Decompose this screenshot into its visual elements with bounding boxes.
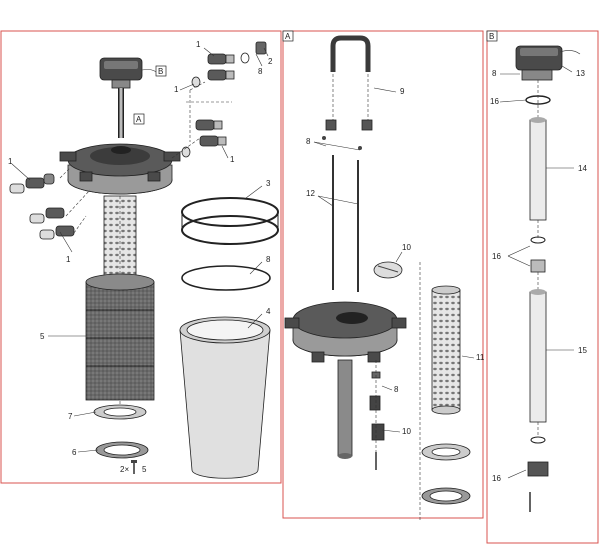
filter-lid-a	[284, 301, 407, 363]
label-5: 5	[142, 465, 147, 474]
label-2: 2	[268, 57, 273, 66]
label-1: 1	[8, 157, 13, 166]
base-ring-icon	[421, 443, 471, 505]
filter-lid	[59, 143, 181, 195]
label-8: 8	[492, 69, 497, 78]
panel-b-border	[486, 30, 599, 544]
label-8: 8	[394, 385, 399, 394]
label-10: 10	[402, 427, 411, 436]
panel-a-tag: A	[282, 30, 294, 42]
filter-housing-icon	[179, 316, 271, 479]
label-16: 16	[492, 252, 501, 261]
label-7: 7	[68, 412, 73, 421]
foam-filter-icon	[85, 273, 155, 401]
hose-tail-icon	[181, 119, 227, 158]
quartz-tube-icon	[529, 289, 547, 423]
label-11: 11	[476, 353, 485, 362]
inlet-pipe-icon	[337, 359, 353, 459]
label-1: 1	[230, 155, 235, 164]
svg-text:A: A	[136, 115, 142, 124]
base-ring-icon	[93, 404, 149, 459]
label-9: 9	[400, 87, 405, 96]
label-1: 1	[66, 255, 71, 264]
label-4: 4	[266, 307, 271, 316]
sleeve-parts-icon	[530, 236, 546, 273]
hose-tail-icon	[9, 173, 75, 240]
label-8: 8	[266, 255, 271, 264]
rod-icon	[332, 155, 359, 292]
label-13: 13	[576, 69, 585, 78]
knob-icon	[373, 261, 403, 279]
uv-clarifier-unit-icon	[99, 57, 159, 89]
quartz-tube-icon	[529, 117, 547, 221]
label-1: 1	[174, 85, 179, 94]
label-6: 6	[72, 448, 77, 457]
main-panel-border	[0, 30, 282, 484]
svg-text:B: B	[158, 67, 163, 76]
label-2x: 2×	[120, 465, 129, 474]
screw-icon	[131, 460, 137, 474]
filter-tube-icon	[431, 285, 461, 415]
svg-text:B: B	[489, 32, 494, 41]
callout-b-box: B	[155, 65, 167, 77]
end-cap-icon	[527, 436, 549, 477]
uv-clarifier-unit-icon	[515, 45, 581, 81]
label-14: 14	[578, 164, 587, 173]
svg-text:A: A	[285, 32, 291, 41]
handle-icon	[330, 35, 371, 72]
callout-a-box: A	[133, 113, 145, 125]
label-3: 3	[266, 179, 271, 188]
bracket-icon	[322, 119, 373, 150]
label-10: 10	[402, 243, 411, 252]
valve-parts-icon	[369, 371, 385, 441]
label-16: 16	[492, 474, 501, 483]
label-16: 16	[490, 97, 499, 106]
label-5: 5	[40, 332, 45, 341]
label-15: 15	[578, 346, 587, 355]
label-1: 1	[196, 40, 201, 49]
label-8: 8	[258, 67, 263, 76]
label-12: 12	[306, 189, 315, 198]
clamp-ring-icon	[181, 197, 279, 245]
label-8: 8	[306, 137, 311, 146]
o-ring-icon	[181, 265, 271, 291]
panel-b-tag: B	[486, 30, 498, 42]
hose-tail-icon	[191, 41, 267, 88]
panel-a-border	[282, 30, 484, 519]
